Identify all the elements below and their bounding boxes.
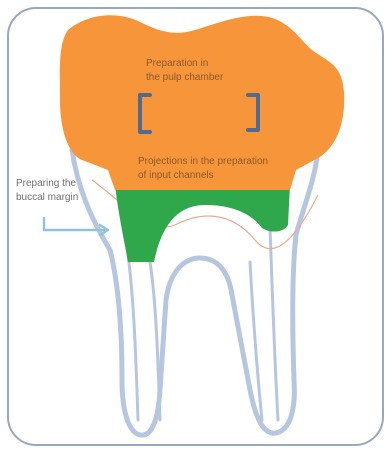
pulp-chamber-label-line1: Preparation in: [146, 58, 208, 69]
buccal-label-line2: buccal margin: [16, 192, 78, 203]
buccal-label-line1: Preparing the: [16, 178, 76, 189]
projections-label-line2: of input channels: [138, 170, 214, 181]
projections-label-line1: Projections in the preparation: [138, 156, 268, 167]
pulp-chamber-label-line2: the pulp chamber: [146, 72, 224, 83]
